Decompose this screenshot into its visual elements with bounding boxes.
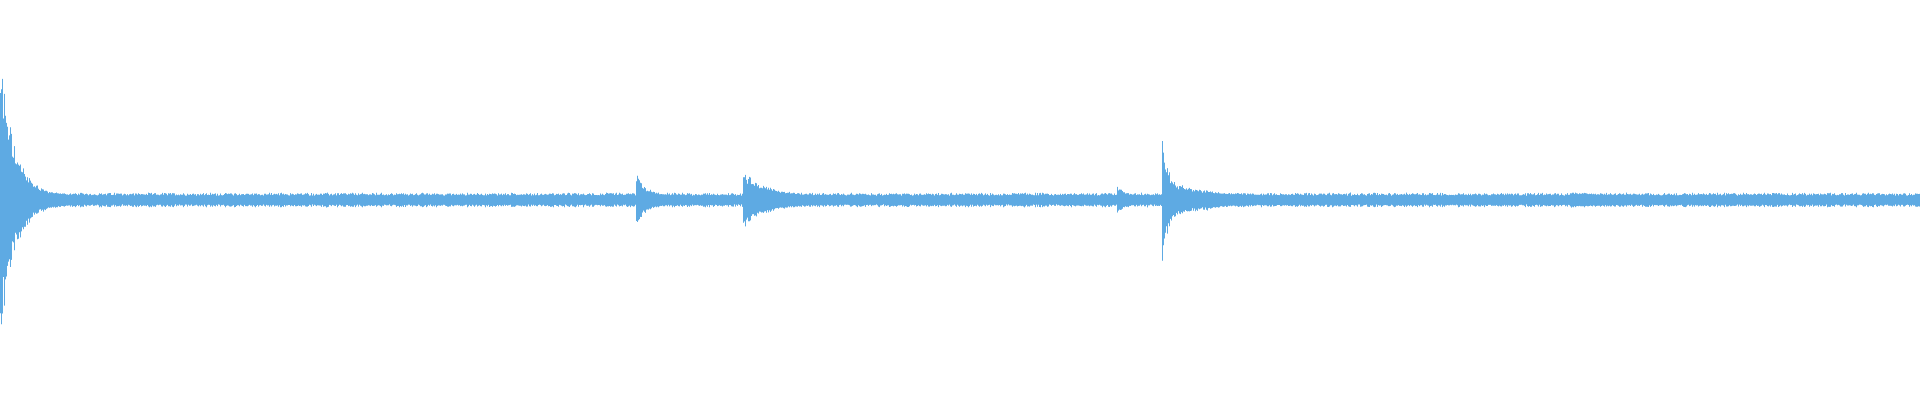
waveform-path (0, 78, 1920, 325)
